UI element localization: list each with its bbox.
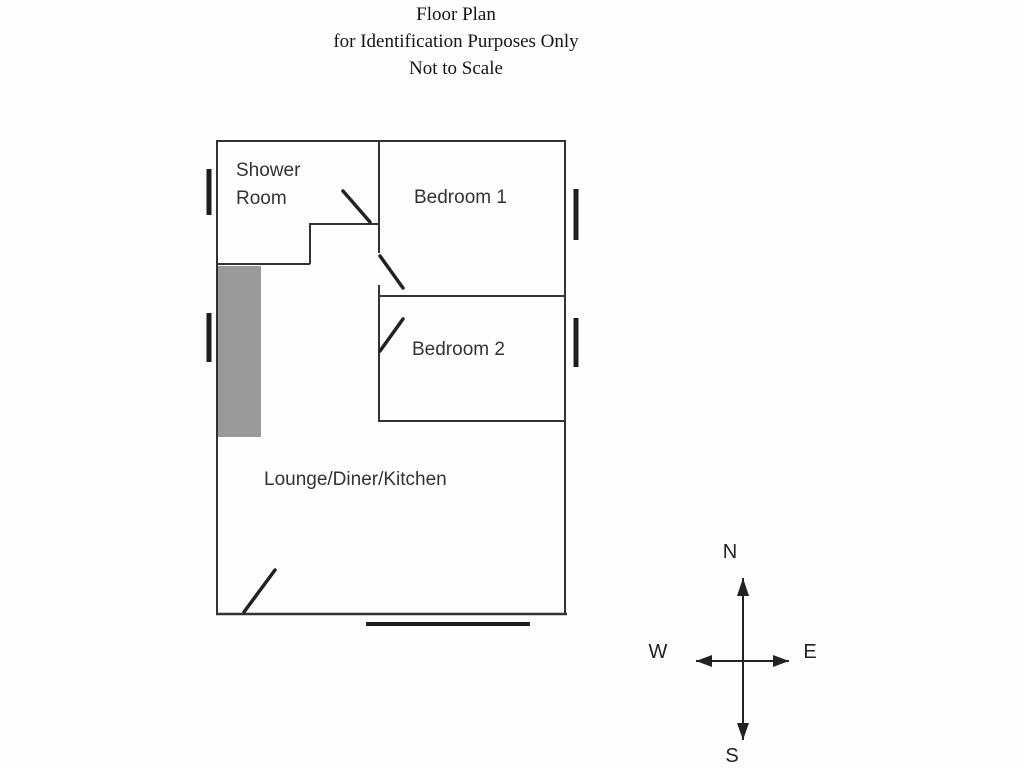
shower-room-door <box>341 189 372 224</box>
shower-room-label: Shower Room <box>236 160 301 209</box>
compass-east-arrow-icon <box>773 655 789 667</box>
compass-rose <box>696 578 789 740</box>
bedroom-1-door <box>378 254 405 290</box>
compass-south-label: S <box>725 745 739 767</box>
bedroom-1-label: Bedroom 1 <box>414 187 507 208</box>
lounge-entrance-door <box>242 568 277 614</box>
title-block: Floor Plan for Identification Purposes O… <box>156 1 756 82</box>
compass-west-arrow-icon <box>696 655 712 667</box>
title-line-3: Not to Scale <box>409 58 503 79</box>
compass-north-label: N <box>722 541 738 563</box>
gray-wall-block <box>218 266 261 437</box>
bedroom-2-door <box>378 317 405 353</box>
compass-north-arrow-icon <box>737 578 749 596</box>
compass-east-label: E <box>803 641 817 663</box>
compass-west-label: W <box>648 641 668 663</box>
lounge-diner-kitchen-label: Lounge/Diner/Kitchen <box>264 469 447 490</box>
bedroom-2-label: Bedroom 2 <box>412 339 505 360</box>
title-line-2: for Identification Purposes Only <box>333 31 579 52</box>
compass-south-arrow-icon <box>737 723 749 740</box>
title-line-1: Floor Plan <box>416 4 496 25</box>
